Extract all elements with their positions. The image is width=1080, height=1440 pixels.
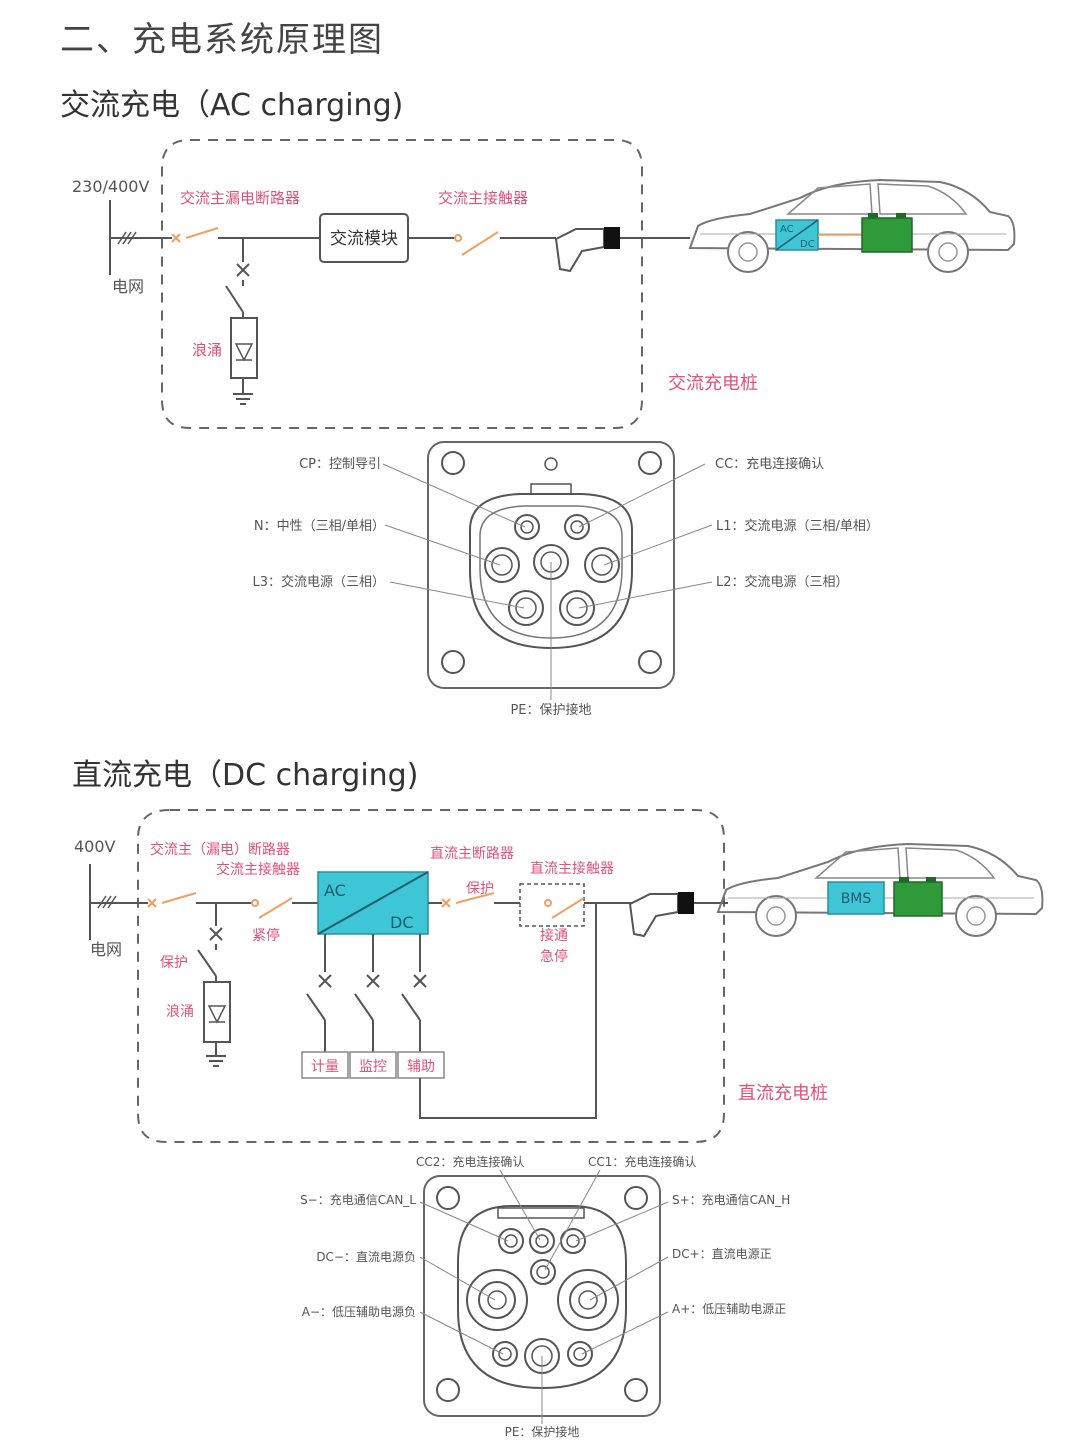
dc-emergency-label: 紧停 — [252, 927, 280, 944]
dc-bms-icon: BMS — [827, 881, 885, 915]
dc-s-plus-label: S+：充电通信CAN_H — [672, 1192, 790, 1207]
dc-cc2-label: CC2：充电连接确认 — [416, 1154, 524, 1169]
ac-pe-label: PE：保护接地 — [510, 702, 591, 718]
dc-a-minus-label: A−：低压辅助电源负 — [302, 1305, 416, 1319]
dc-pe-label: PE：保护接地 — [505, 1424, 580, 1439]
ac-contactor-label: 交流主接触器 — [438, 189, 528, 207]
ac-pile-label: 交流充电桩 — [668, 373, 758, 394]
ac-breaker-symbol — [171, 227, 219, 243]
svg-text:AC: AC — [324, 881, 346, 900]
dc-breaker2-label: 直流主断路器 — [430, 845, 514, 862]
dc-dc-minus-label: DC−：直流电源负 — [316, 1250, 416, 1264]
ac-breaker-label: 交流主漏电断路器 — [180, 189, 300, 207]
dc-surge-label: 浪涌 — [166, 1004, 194, 1020]
ac-contactor-symbol — [454, 231, 499, 256]
ac-grid-label: 电网 — [112, 277, 144, 296]
dc-monitor-box: 监控 — [349, 1051, 397, 1079]
ac-cc-label: CC：充电连接确认 — [715, 456, 824, 472]
dc-aux-box: 辅助 — [397, 1051, 445, 1079]
ac-cp-label: CP：控制导引 — [299, 457, 381, 472]
ac-l3-label: L3：交流电源（三相） — [252, 574, 385, 590]
dc-dc-plus-label: DC+：直流电源正 — [672, 1247, 772, 1261]
ac-battery-icon — [861, 213, 913, 253]
ground-icon — [233, 393, 253, 405]
dc-pin-a-minus — [492, 1341, 518, 1367]
ac-pin-n — [484, 547, 520, 583]
svg-text:AC: AC — [780, 224, 794, 235]
dc-diagram: 400V 电网 交流主（漏电）断路器 交流主接触器 紧停 — [74, 809, 1044, 1143]
dc-plug-icon — [629, 891, 705, 937]
ac-connector-diagram: CP：控制导引 CC：充电连接确认 N：中性（三相/单相） L1：交流电源（三相… — [252, 441, 879, 718]
dc-meter-box: 计量 — [301, 1051, 349, 1079]
dc-pile-boundary — [137, 809, 725, 1143]
svg-text:计量: 计量 — [311, 1059, 339, 1075]
ac-pin-cc — [564, 514, 590, 540]
dc-pin-cc2 — [529, 1228, 555, 1254]
ac-pin-l2 — [559, 590, 595, 626]
dc-contactor-label: 直流主接触器 — [530, 860, 614, 877]
ac-l1-label: L1：交流电源（三相/单相） — [716, 518, 879, 534]
dc-pin-s-plus — [560, 1228, 586, 1254]
svg-text:辅助: 辅助 — [407, 1059, 435, 1075]
ac-n-label: N：中性（三相/单相） — [254, 519, 385, 534]
dc-pin-cc1 — [530, 1259, 556, 1285]
dc-s-minus-label: S−：充电通信CAN_L — [300, 1192, 416, 1207]
dc-ac-dc-module: AC DC — [317, 871, 429, 935]
dc-protect-label: 保护 — [160, 955, 188, 971]
ac-surge-label: 浪涌 — [192, 341, 222, 359]
dc-grid-label: 电网 — [90, 940, 122, 959]
ground-icon — [206, 1055, 226, 1067]
ac-l2-label: L2：交流电源（三相） — [716, 574, 849, 590]
dc-cc1-label: CC1：充电连接确认 — [588, 1154, 696, 1169]
ac-inverter-icon: AC DC — [775, 219, 819, 251]
dc-estop-label: 急停 — [540, 948, 568, 965]
dc-a-plus-label: A+：低压辅助电源正 — [672, 1302, 786, 1316]
ac-section-title: 交流充电（AC charging) — [60, 88, 404, 123]
dc-pin-s-minus — [498, 1228, 524, 1254]
dc-pin-a-plus — [567, 1341, 593, 1367]
ac-pin-cp — [514, 514, 540, 540]
ac-pin-l3 — [508, 590, 544, 626]
ac-pile-boundary — [161, 139, 643, 429]
dc-interlock-label: 接通 — [540, 927, 568, 944]
ac-surge-protector — [230, 317, 258, 379]
dc-connector-diagram: CC2：充电连接确认 CC1：充电连接确认 S−：充电通信CAN_L S+：充电… — [300, 1154, 790, 1439]
dc-pin-dc-minus — [466, 1269, 528, 1331]
dc-pile-label: 直流充电桩 — [738, 1083, 828, 1104]
dc-pin-dc-plus — [557, 1269, 619, 1331]
ac-diagram: 230/400V 电网 交流主漏电断路器 浪涌 交流模块 — [72, 139, 1016, 429]
svg-text:监控: 监控 — [359, 1059, 387, 1075]
dc-battery-icon — [893, 877, 943, 917]
svg-text:DC: DC — [800, 239, 815, 250]
ac-pin-l1 — [584, 547, 620, 583]
dc-protect2-label: 保护 — [466, 881, 494, 897]
ac-module-label: 交流模块 — [330, 229, 398, 249]
dc-surge-protector — [203, 981, 231, 1043]
dc-voltage-label: 400V — [74, 837, 116, 856]
dc-ac-contactor-label: 交流主接触器 — [216, 861, 300, 878]
svg-text:DC: DC — [390, 913, 414, 932]
page-title: 二、充电系统原理图 — [60, 20, 384, 60]
ac-plug-icon — [555, 226, 631, 272]
ac-voltage-label: 230/400V — [72, 177, 149, 196]
dc-breaker-label: 交流主（漏电）断路器 — [150, 841, 290, 858]
dc-section-title: 直流充电（DC charging) — [72, 758, 419, 793]
svg-text:BMS: BMS — [841, 891, 872, 907]
ac-car-icon — [689, 179, 1016, 273]
